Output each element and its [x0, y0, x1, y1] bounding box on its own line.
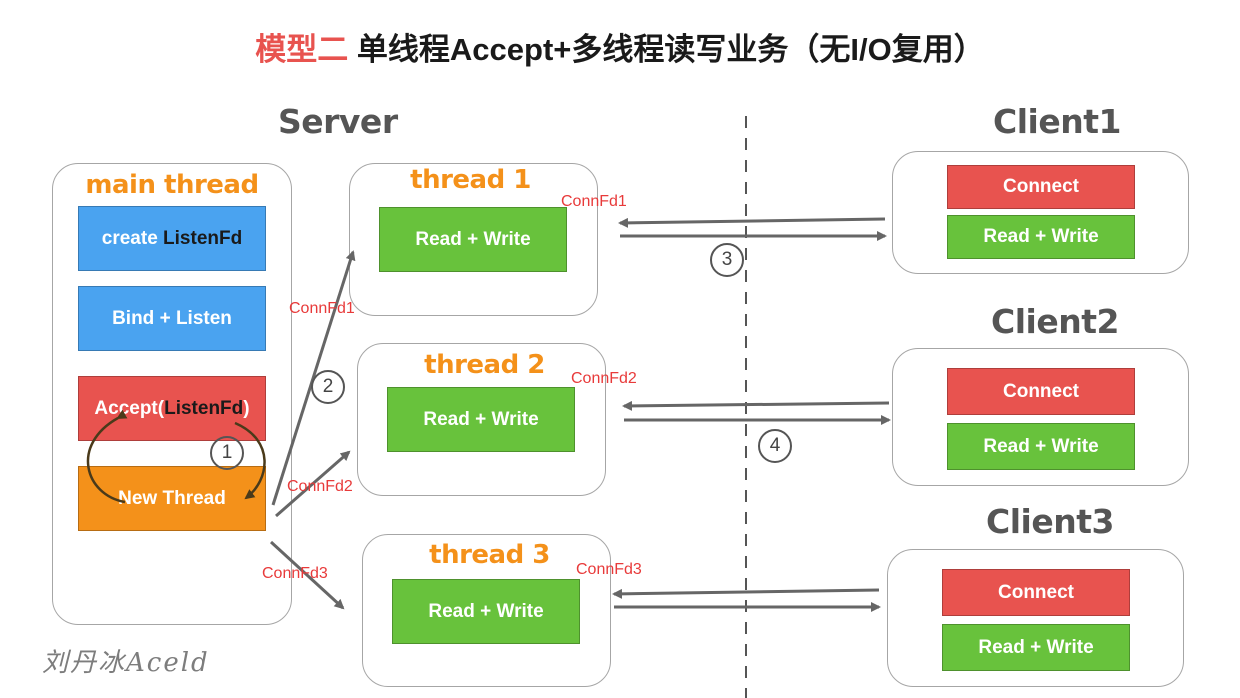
loop-arrow-left	[86, 409, 128, 504]
client-3-label: Client3	[986, 502, 1114, 541]
client-3-read-write-box: Read + Write	[942, 624, 1130, 671]
dispatch-arrow-thread-3	[269, 540, 345, 610]
thread-1-read-write-box: Read + Write	[379, 207, 567, 272]
accept-listenfd-emph: ListenFd	[164, 397, 244, 419]
step-1-badge: 1	[210, 436, 244, 470]
step-4-badge: 4	[758, 429, 792, 463]
diagram-title: 模型二 单线程Accept+多线程读写业务（无I/O复用）	[0, 24, 1240, 69]
server-label: Server	[278, 102, 398, 141]
create-listenfd-emph: ListenFd	[163, 227, 243, 249]
client-2-label: Client2	[991, 302, 1119, 341]
thread-1-connfd-label: ConnFd1	[561, 193, 627, 210]
new-thread-box: New Thread	[78, 466, 266, 531]
create-prefix: create	[101, 227, 164, 249]
bind-listen-box: Bind + Listen	[78, 286, 266, 351]
title-text: 单线程Accept+多线程读写业务（无I/O复用）	[356, 32, 985, 67]
accept-box: Accept(ListenFd)	[78, 376, 266, 441]
loop-arrow-right	[234, 421, 266, 500]
dispatch-connfd1-label: ConnFd1	[289, 300, 355, 317]
thread-3-read-write-box: Read + Write	[392, 579, 580, 644]
client-1-connect-box: Connect	[947, 165, 1135, 209]
author-watermark: 刘丹冰Aceld	[42, 648, 210, 678]
thread-3-connfd-label: ConnFd3	[576, 561, 642, 578]
title-highlight: 模型二	[255, 32, 349, 67]
accept-suffix: )	[243, 397, 250, 419]
arrow-client1-to-thread1	[618, 217, 886, 228]
dispatch-arrow-thread-2	[275, 450, 351, 518]
main-thread-label: main thread	[85, 170, 259, 200]
thread-2-label: thread 2	[424, 350, 545, 380]
client-1-label: Client1	[993, 102, 1121, 141]
arrow-client2-to-thread2	[622, 400, 890, 411]
thread-3-label: thread 3	[429, 540, 550, 570]
thread-2-connfd-label: ConnFd2	[571, 370, 637, 387]
client-3-connect-box: Connect	[942, 569, 1130, 616]
step-2-badge: 2	[311, 370, 345, 404]
client-1-read-write-box: Read + Write	[947, 215, 1135, 259]
dispatch-connfd3-label: ConnFd3	[262, 565, 328, 582]
dispatch-connfd2-label: ConnFd2	[287, 478, 353, 495]
create-listenfd-box: create ListenFd	[78, 206, 266, 271]
thread-1-label: thread 1	[410, 165, 531, 195]
thread-2-read-write-box: Read + Write	[387, 387, 575, 452]
step-3-badge: 3	[710, 243, 744, 277]
accept-prefix: Accept(	[94, 397, 165, 419]
client-2-read-write-box: Read + Write	[947, 423, 1135, 470]
client-2-connect-box: Connect	[947, 368, 1135, 415]
arrow-client3-to-thread3	[612, 588, 880, 599]
